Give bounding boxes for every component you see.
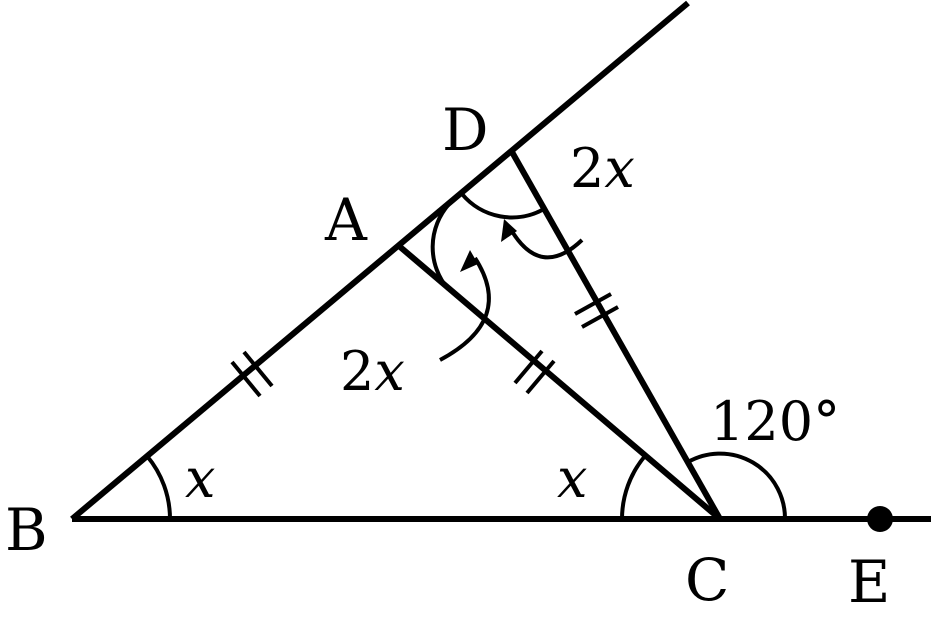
label-angle-dce: 120° (710, 390, 840, 453)
angle-arc-adc (460, 192, 545, 220)
label-point-d: D (442, 96, 489, 164)
label-angle-b: x (185, 447, 215, 510)
label-point-b: B (5, 496, 48, 564)
label-point-c: C (685, 546, 729, 614)
angle-adc-var: x (604, 137, 634, 200)
arrowhead-adc (501, 219, 517, 242)
arrowhead-dac (460, 250, 478, 272)
ray-bd (70, 0, 690, 522)
angle-dac-var: x (374, 340, 404, 403)
angle-adc-coef: 2 (570, 137, 604, 200)
tick-marks-dc (574, 292, 619, 329)
label-angle-adc: 2x (570, 137, 635, 200)
angle-arc-b (145, 454, 172, 520)
label-point-e: E (848, 548, 890, 616)
angle-arc-acb (620, 454, 647, 520)
segment-dc (509, 150, 723, 521)
tick-marks-ac (513, 349, 556, 395)
angle-arc-dac (430, 202, 451, 291)
segment-ac (397, 243, 722, 522)
label-angle-dac: 2x (340, 340, 405, 403)
angle-dac-coef: 2 (340, 340, 374, 403)
leader-arrow-adc (508, 226, 584, 260)
point-e-dot (867, 506, 893, 532)
tick-marks-ba (230, 350, 274, 398)
angle-acb-var: x (557, 447, 587, 510)
label-angle-acb: x (557, 447, 587, 510)
leader-arrow-dac (439, 256, 491, 362)
label-point-a: A (324, 186, 368, 254)
angle-b-var: x (185, 447, 215, 510)
angle-arc-dce (687, 451, 788, 520)
